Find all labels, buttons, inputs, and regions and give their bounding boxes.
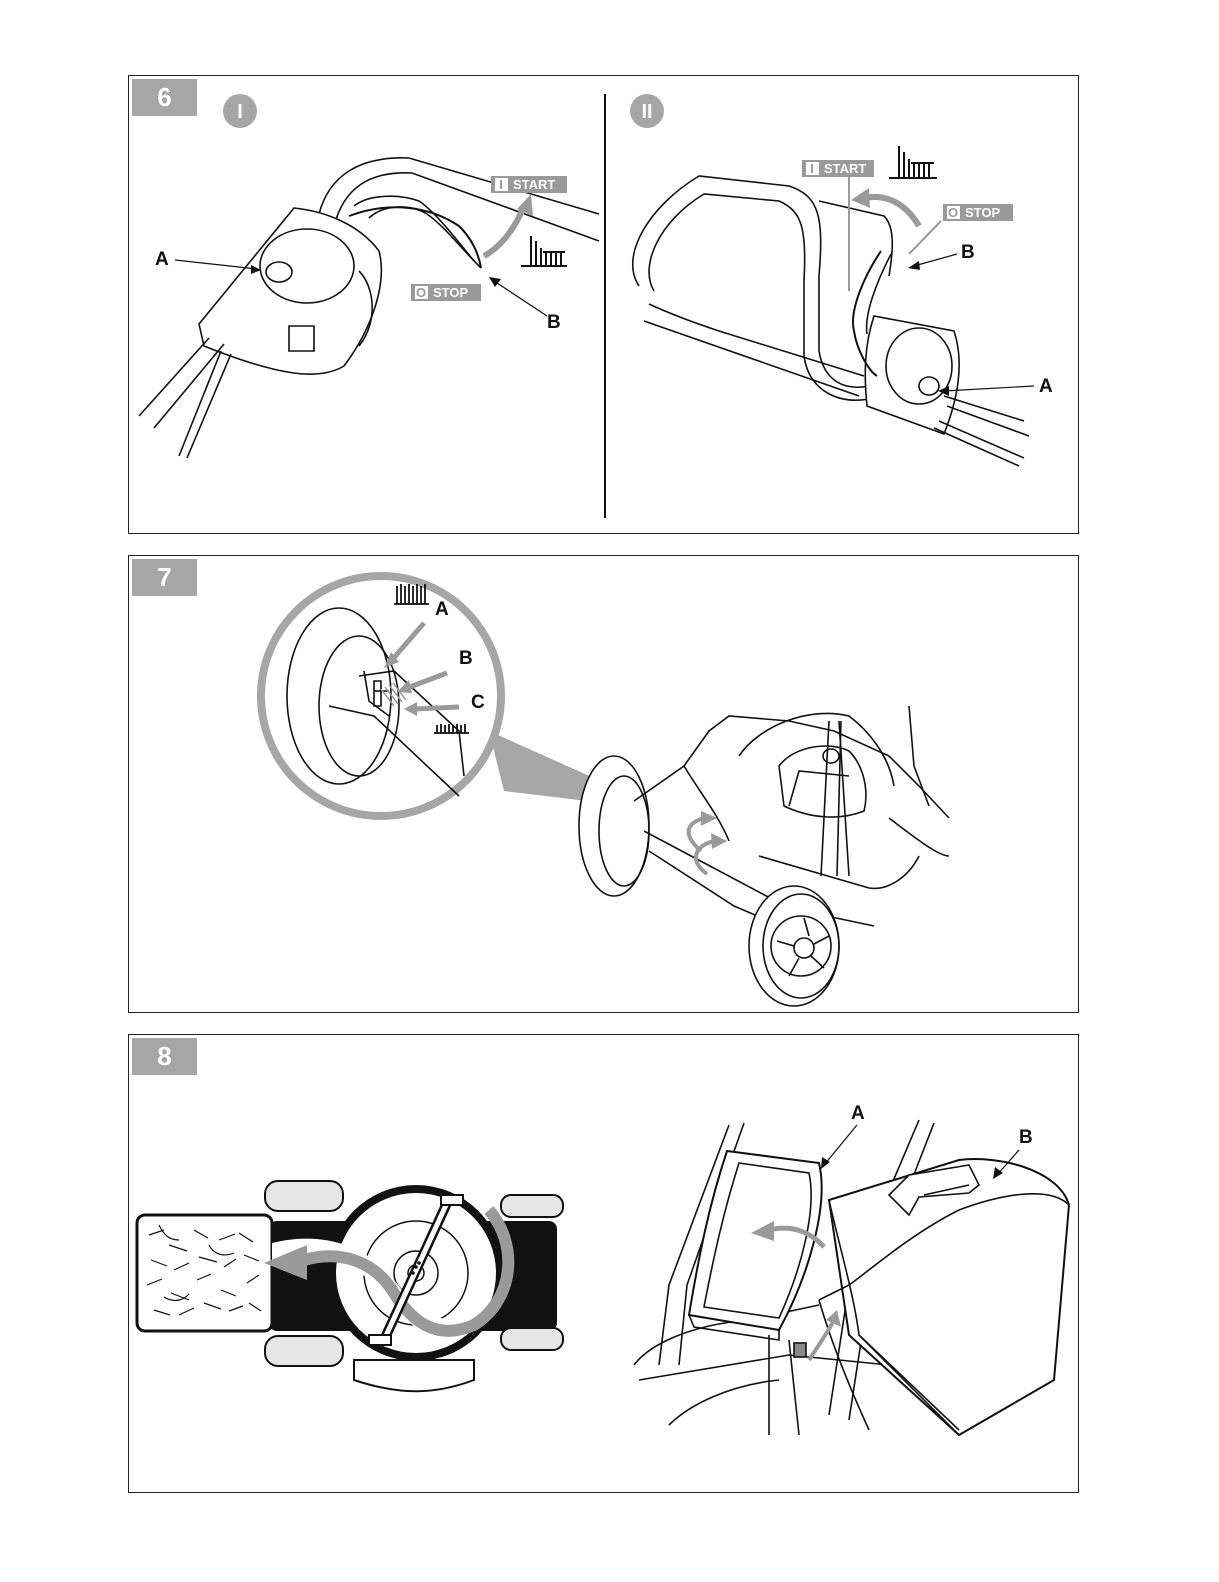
svg-text:START: START [513, 177, 555, 192]
sub-figure-I-badge: I [223, 94, 257, 128]
callout-a-switch-button: A [155, 249, 169, 270]
wheel-rect [501, 1328, 563, 1350]
svg-text:START: START [824, 161, 866, 176]
start-indicator-II: I START [802, 160, 874, 177]
scarifier-symbol-icon [521, 236, 567, 266]
svg-text:I: I [499, 177, 503, 192]
rear-wheel-illustration [749, 886, 839, 1006]
wheel-rect [265, 1181, 343, 1211]
stop-leader-line [909, 221, 941, 254]
callout-b-lever-II: B [961, 242, 975, 263]
svg-text:I: I [237, 101, 243, 123]
wheel-rect [265, 1336, 343, 1366]
figure-panel-8: 8 [128, 1034, 1079, 1493]
scarifier-body-illustration [579, 706, 949, 926]
svg-text:STOP: STOP [965, 205, 1000, 220]
panel-6-illustration: I II [129, 76, 1080, 535]
svg-text:STOP: STOP [433, 285, 468, 300]
hook-arrow-icon [809, 1320, 834, 1360]
svg-text:II: II [641, 101, 652, 123]
callout-a-discharge-flap: A [851, 1103, 865, 1124]
panel-7-illustration: A B C [129, 556, 1080, 1014]
callout-a-high-position: A [435, 599, 449, 620]
figure-panel-6: 6 I II [128, 75, 1079, 534]
stop-indicator-I: O STOP [411, 284, 481, 301]
callout-b-middle-position: B [459, 648, 473, 669]
callout-a-button-II: A [1039, 376, 1053, 397]
engage-arrow-I [484, 206, 524, 256]
engage-arrowhead-II [851, 188, 870, 208]
figure-panel-7: 7 [128, 555, 1079, 1013]
rotate-arrowhead-icon [711, 833, 727, 849]
callout-b-bail-lever: B [547, 312, 561, 333]
stop-indicator-II: O STOP [943, 204, 1013, 221]
callout-c-low-position: C [471, 692, 485, 713]
scarifier-symbol-icon [889, 146, 937, 178]
callout-b-grass-bag: B [1019, 1127, 1033, 1148]
airflow-schematic [137, 1181, 563, 1391]
engage-arrow-II [864, 197, 919, 226]
sub-figure-II-badge: II [630, 94, 664, 128]
wheel-rect [501, 1195, 563, 1217]
rotate-arrow-icon [696, 841, 714, 874]
svg-text:O: O [416, 285, 426, 300]
svg-text:O: O [948, 205, 958, 220]
svg-text:I: I [810, 161, 814, 176]
panel-8-illustration: A B [129, 1035, 1080, 1494]
start-indicator-I: I START [491, 176, 567, 193]
